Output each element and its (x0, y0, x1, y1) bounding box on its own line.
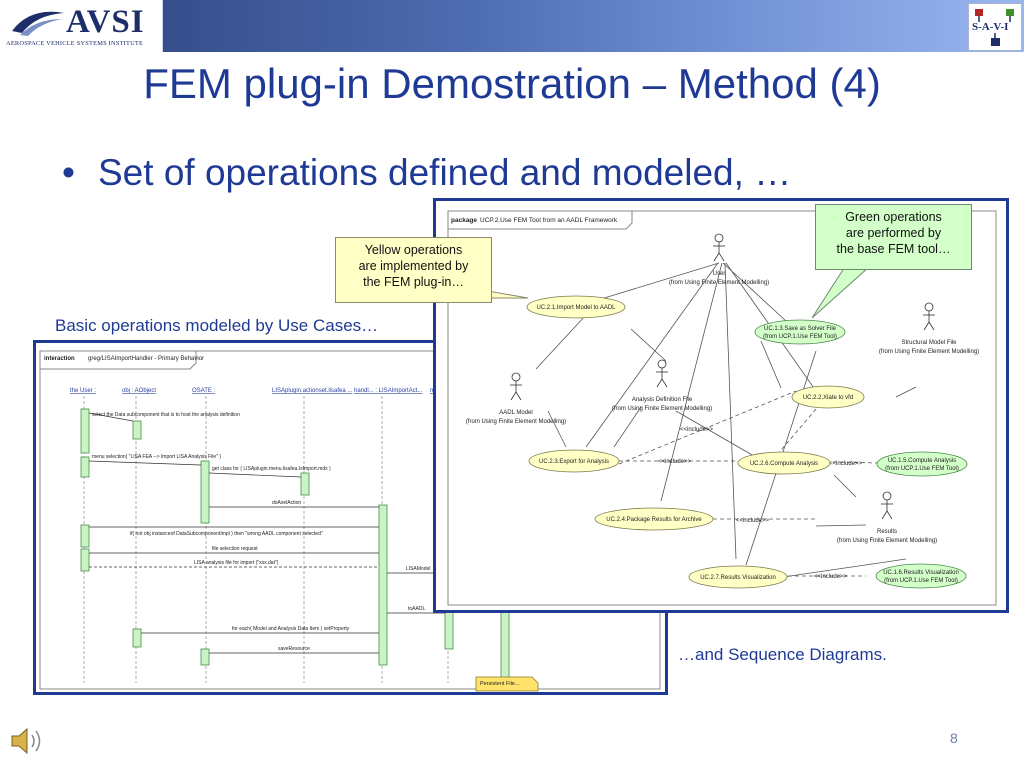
use-case-import: UC.2.1.Import Model to AADL (536, 305, 616, 311)
lifeline-osate: OSATE : (192, 388, 216, 394)
green-callout-line: Green operations (845, 210, 942, 224)
use-case-package: UC.2.4.Package Results for Archive (606, 517, 702, 523)
avsi-logo-word: AVSI (66, 4, 145, 40)
include-label: <<include>> (814, 574, 848, 580)
sequence-caption: …and Sequence Diagrams. (678, 645, 887, 664)
green-callout-line: are performed by (845, 226, 942, 240)
note-text: Persistent File... (480, 681, 520, 687)
use-case-export: UC.2.3.Export for Analysis (539, 459, 609, 465)
use-case-diagram-canvas: package UCP.2.Use FEM Tool from an AADL … (447, 210, 997, 606)
bullet-point: • Set of operations defined and modeled, … (62, 152, 791, 194)
savi-logo-icon (975, 9, 1014, 46)
use-case-compute-base-origin: (from UCP.1.Use FEM Tool) (885, 466, 959, 472)
seq-message: doAxelAction (272, 500, 301, 506)
seq-message: saveResource (278, 646, 310, 652)
seq-message: if( not obj instanceof DataSubcomponentI… (130, 531, 323, 537)
lifeline-import-action: handl... : LISAImportAct... (354, 388, 423, 394)
seq-message: toAADL (408, 606, 425, 612)
savi-logo: S-A-V-I (968, 3, 1022, 51)
avsi-logo-subtitle: AEROSPACE VEHICLE SYSTEMS INSTITUTE (6, 40, 144, 47)
bullet-text: Set of operations defined and modeled, … (98, 152, 792, 193)
use-case-compute: UC.2.6.Compute Analysis (750, 461, 818, 467)
header-bar (0, 0, 1024, 52)
savi-logo-text: S-A-V-I (972, 21, 1009, 33)
actor-aadl-model-origin: (from Using Finite Element Modelling) (466, 419, 566, 425)
uc-frame-tag: package (451, 217, 477, 224)
seq-message: file selection request (212, 546, 258, 552)
use-case-visualize: UC.2.7.Results Visualization (700, 575, 776, 581)
green-callout: Green operations are performed by the ba… (815, 204, 972, 270)
seq-message: select the Data subcomponent that is to … (92, 412, 240, 418)
use-case-visualize-base-origin: (from UCP.1.Use FEM Tool) (884, 578, 958, 584)
actor-structural-model: Structural Model File (901, 340, 957, 346)
seq-message: for each( Model and Analysis Data Item )… (232, 626, 350, 632)
actor-user-origin: (from Using Finite Element Modelling) (669, 280, 769, 286)
seq-message: LISAModel (406, 566, 430, 572)
seq-message: menu selection( "LISA FEA --> Import LIS… (92, 454, 221, 460)
yellow-callout: Yellow operations are implemented by the… (335, 237, 492, 303)
use-case-save-solver: UC.1.3.Save as Solver File (764, 326, 837, 332)
use-case-xlate: UC.2.2.Xlate to vfd (803, 395, 853, 401)
use-case-save-solver-origin: (from UCP.1.Use FEM Tool) (763, 334, 837, 340)
actor-analysis-file-origin: (from Using Finite Element Modelling) (612, 406, 712, 412)
seq-frame-name: greg/LISAImportHandler - Primary Behavio… (88, 356, 204, 362)
seq-message: LISA analysis file for import ("xxx.dat"… (194, 560, 279, 566)
avsi-logo: AVSI AEROSPACE VEHICLE SYSTEMS INSTITUTE (0, 0, 163, 52)
actor-user: User (713, 271, 726, 277)
include-label: <<include>> (680, 427, 714, 433)
yellow-callout-line: are implemented by (358, 259, 469, 273)
yellow-callout-line: Yellow operations (364, 243, 463, 257)
use-case-caption: Basic operations modeled by Use Cases… (55, 316, 379, 335)
actor-aadl-model: AADL Model (499, 410, 532, 416)
bullet-symbol: • (62, 152, 75, 193)
lifeline-aobject: obj : AObject (122, 388, 156, 394)
include-label: <<include>> (658, 459, 692, 465)
use-case-diagram: package UCP.2.Use FEM Tool from an AADL … (433, 198, 1009, 613)
actor-structural-model-origin: (from Using Finite Element Modelling) (879, 349, 979, 355)
include-label: <<include>> (736, 518, 770, 524)
use-case-compute-base: UC.1.5.Compute Analysis (888, 458, 956, 464)
lifeline-m: m (430, 388, 435, 394)
green-callout-line: the base FEM tool… (836, 242, 951, 256)
actor-results: Results (877, 529, 897, 535)
seq-message: get class for ( LISAplugin.menu.lisafea.… (212, 466, 331, 472)
lifeline-user: the User : (70, 388, 96, 394)
lifeline-lisaplugin: LISAplugin.actionset.lisafea ... (272, 388, 353, 394)
actor-analysis-file: Analysis Definition File (632, 397, 693, 403)
page-number: 8 (950, 730, 958, 746)
yellow-callout-line: the FEM plug-in… (363, 275, 464, 289)
persistent-file-note (475, 676, 539, 692)
slide-title: FEM plug-in Demostration – Method (4) (143, 60, 881, 107)
use-case-visualize-base: UC.1.6.Results Visualization (883, 570, 959, 576)
avsi-swoosh-icon (12, 11, 64, 36)
actor-results-origin: (from Using Finite Element Modelling) (837, 538, 937, 544)
seq-frame-tag: interaction (44, 356, 75, 362)
speaker-icon[interactable] (8, 724, 48, 758)
include-label: <<include>> (829, 461, 863, 467)
uc-frame-name: UCP.2.Use FEM Tool from an AADL Framewor… (480, 217, 618, 224)
